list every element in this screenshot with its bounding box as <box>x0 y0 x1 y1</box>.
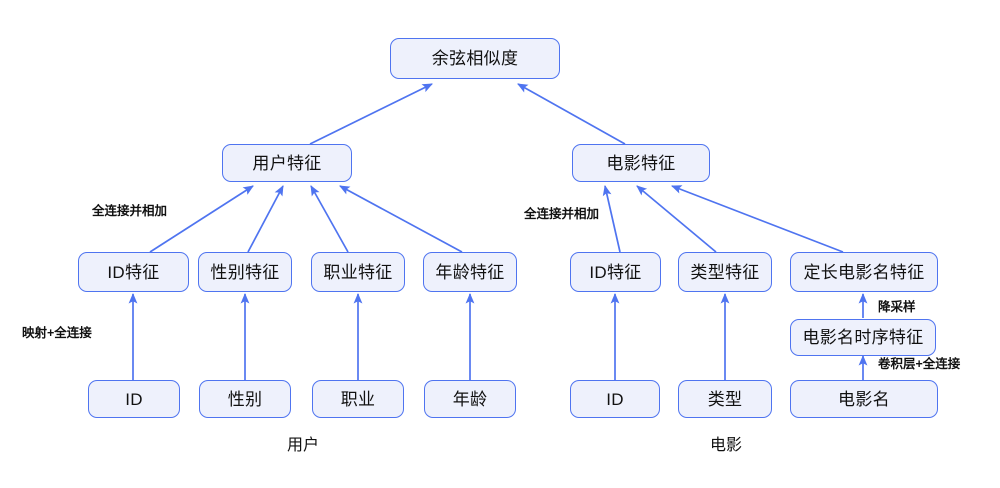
node-user-gender-input[interactable]: 性别 <box>199 380 291 418</box>
node-label: 电影特征 <box>606 153 676 173</box>
edge-user-age-feature-to-user-features <box>339 185 463 253</box>
edge-user-id-feature-to-user-features <box>149 185 254 253</box>
node-user-age-feature[interactable]: 年龄特征 <box>423 252 517 292</box>
edge-user-occupation-feature-to-user-features <box>310 185 349 253</box>
node-label: ID <box>125 389 143 409</box>
node-label: ID特征 <box>589 262 642 282</box>
node-label: 余弦相似度 <box>431 49 519 68</box>
node-label: 年龄特征 <box>435 262 505 282</box>
node-label: 类型 <box>707 389 743 409</box>
caption-user: 用户 <box>287 437 320 454</box>
node-movie-id-input[interactable]: ID <box>570 380 660 418</box>
node-user-id-feature[interactable]: ID特征 <box>78 252 189 292</box>
node-label: 类型特征 <box>690 262 760 282</box>
node-user-features[interactable]: 用户特征 <box>222 144 352 182</box>
node-label: 性别特征 <box>210 262 280 282</box>
node-label: ID <box>606 389 624 409</box>
node-label: 用户特征 <box>252 153 322 173</box>
node-movie-title-seq-feature[interactable]: 电影名时序特征 <box>790 319 936 356</box>
edge-user-features-to-cosine <box>309 83 433 145</box>
node-label: 电影名时序特征 <box>802 328 924 347</box>
edge-label-user-fc-sum: 全连接并相加 <box>92 204 168 218</box>
node-label: 职业 <box>340 389 376 409</box>
edge-movie-features-to-cosine <box>517 83 626 145</box>
node-movie-title-input[interactable]: 电影名 <box>790 380 938 418</box>
edge-label-downsample: 降采样 <box>878 300 916 314</box>
edge-movie-id-feature-to-movie-features <box>602 185 621 253</box>
node-movie-features[interactable]: 电影特征 <box>572 144 710 182</box>
edge-user-gender-feature-to-user-features <box>247 185 284 253</box>
node-movie-genre-input[interactable]: 类型 <box>678 380 772 418</box>
node-user-id-input[interactable]: ID <box>88 380 180 418</box>
node-cosine-similarity[interactable]: 余弦相似度 <box>390 38 560 79</box>
edge-movie-title-fixed-feature-to-movie-features <box>671 185 844 253</box>
node-user-gender-feature[interactable]: 性别特征 <box>198 252 292 292</box>
node-label: 定长电影名特征 <box>803 262 925 282</box>
node-user-occupation-feature[interactable]: 职业特征 <box>311 252 405 292</box>
node-label: 性别 <box>227 389 263 409</box>
node-movie-id-feature[interactable]: ID特征 <box>570 252 661 292</box>
node-label: ID特征 <box>107 262 160 282</box>
node-user-occupation-input[interactable]: 职业 <box>312 380 404 418</box>
edge-label-conv-fc: 卷积层+全连接 <box>878 357 961 371</box>
edge-label-user-embed-fc: 映射+全连接 <box>22 326 92 340</box>
edge-movie-genre-feature-to-movie-features <box>636 185 717 253</box>
node-label: 年龄 <box>452 389 488 409</box>
edge-label-movie-fc-sum: 全连接并相加 <box>524 207 600 221</box>
node-user-age-input[interactable]: 年龄 <box>424 380 516 418</box>
node-movie-genre-feature[interactable]: 类型特征 <box>678 252 772 292</box>
caption-movie: 电影 <box>710 437 743 454</box>
node-label: 职业特征 <box>323 262 393 282</box>
node-label: 电影名 <box>838 389 890 409</box>
node-movie-title-fixed-feature[interactable]: 定长电影名特征 <box>790 252 938 292</box>
